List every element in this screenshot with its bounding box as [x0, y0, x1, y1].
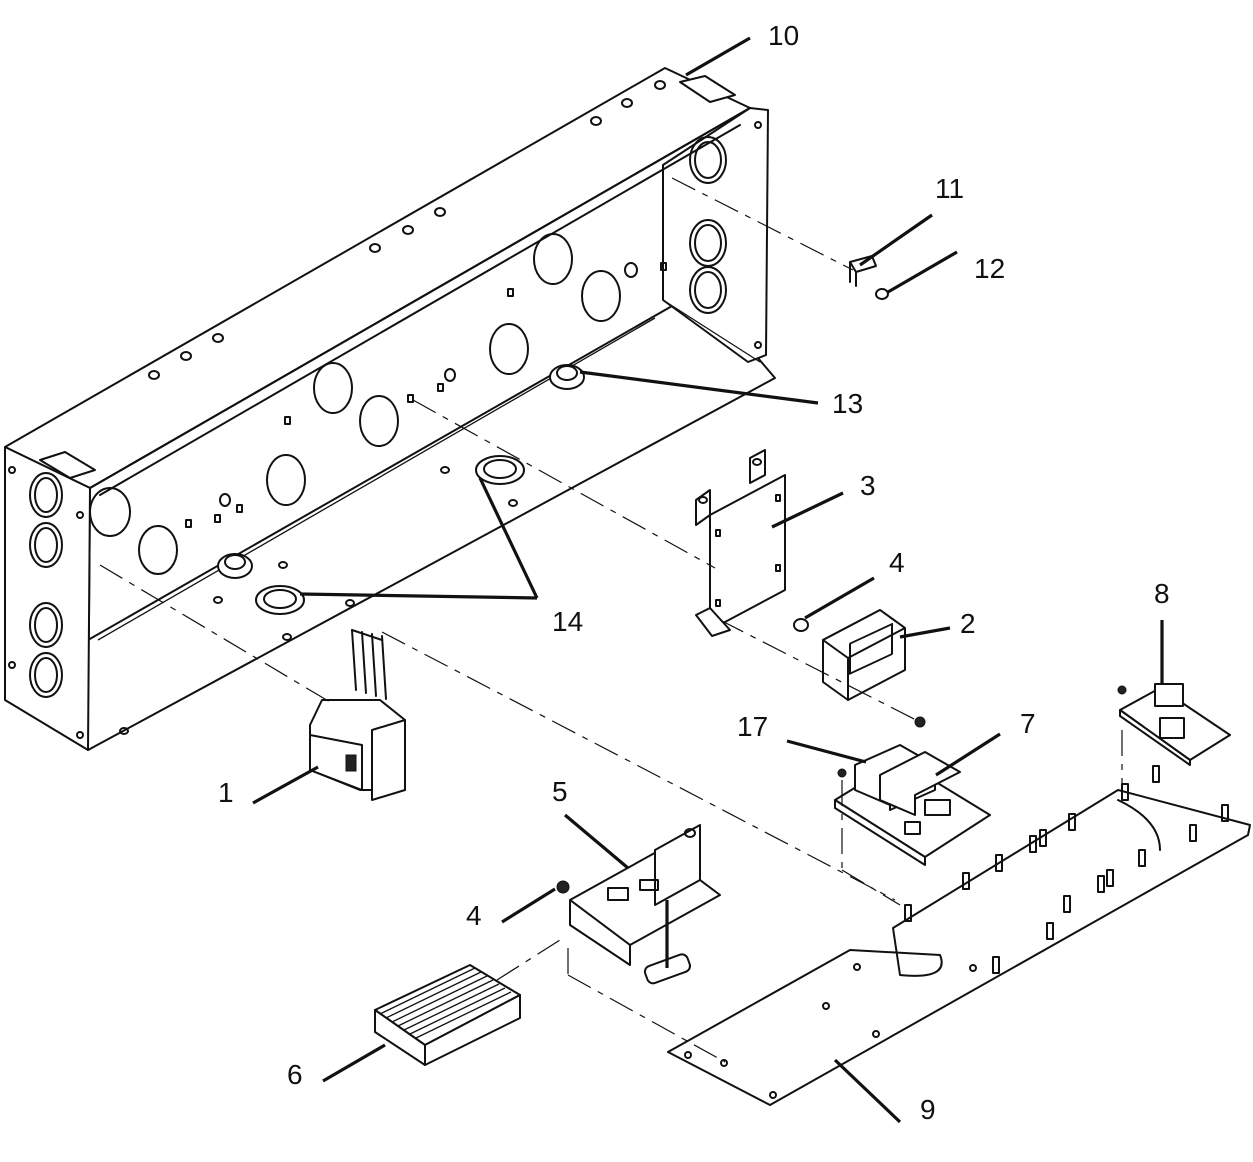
callout-6: 6: [287, 1059, 303, 1090]
callout-8: 8: [1154, 578, 1170, 609]
callout-7: 7: [1020, 708, 1036, 739]
control-board-part-5: [556, 824, 721, 985]
housing-part-2: [822, 609, 926, 728]
callout-11: 11: [935, 173, 965, 204]
callout-9: 9: [920, 1094, 936, 1125]
transformer-part-1: [309, 629, 406, 801]
callout-17: 17: [737, 711, 769, 742]
callout-12: 12: [974, 253, 1006, 284]
nut-part-4-upper: [793, 618, 809, 632]
ring-part-14: [255, 455, 525, 615]
callout-leader-lines: [252, 36, 1164, 1124]
callout-3: 3: [860, 470, 876, 501]
assembly-center-lines: [99, 177, 1123, 1063]
callout-5: 5: [552, 776, 568, 807]
base-plate-part-9: [667, 765, 1251, 1106]
callout-13: 13: [832, 388, 864, 419]
callout-4-lower: 4: [466, 900, 482, 931]
enclosure-case-part-6: [374, 964, 521, 1066]
callout-14: 14: [552, 606, 584, 637]
nut-part-12: [875, 288, 889, 300]
callout-2: 2: [960, 608, 976, 639]
terminal-board-part-8: [1117, 683, 1231, 766]
clip-part-11: [849, 255, 877, 287]
callout-10: 10: [768, 20, 800, 51]
callout-4-upper: 4: [889, 547, 905, 578]
grommet-part-13: [217, 364, 585, 579]
callout-1: 1: [218, 777, 234, 808]
bracket-part-3: [695, 449, 786, 637]
relay-board-part-7: [834, 744, 991, 866]
enclosure-part-10: [4, 67, 776, 751]
